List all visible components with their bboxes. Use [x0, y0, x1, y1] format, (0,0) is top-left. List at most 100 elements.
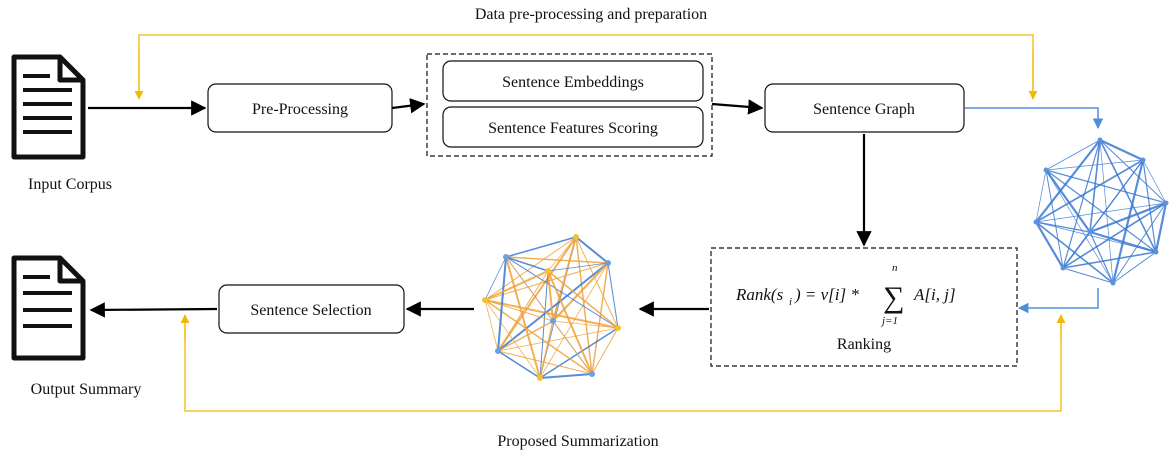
sentence-graph-network — [1033, 137, 1169, 286]
graph-node — [503, 254, 509, 260]
graph-node — [1087, 229, 1093, 235]
graph-edge — [1045, 169, 1167, 204]
graph-edge — [1035, 159, 1144, 223]
graph-edge — [539, 262, 609, 379]
graph-edge — [497, 270, 549, 352]
graph-edge — [547, 270, 619, 329]
ranking-formula: Rank(s i ) = v[i] * ∑ n j=1 A[i, j] — [735, 262, 956, 327]
ranking-label: Ranking — [837, 336, 891, 353]
embeddings-label: Sentence Embeddings — [502, 74, 644, 91]
ranked-graph-network — [482, 234, 621, 381]
arrow-network-to-ranking — [1017, 288, 1099, 314]
graph-edge — [1045, 139, 1101, 171]
graph-edge — [497, 256, 507, 352]
graph-edge — [1045, 169, 1091, 233]
graph-edge — [484, 262, 609, 301]
graph-node — [605, 260, 611, 266]
graph-edge — [607, 262, 619, 329]
graph-edge — [1035, 221, 1091, 233]
sentence-graph-box — [764, 83, 965, 133]
graph-edge — [1089, 231, 1114, 284]
graph-edge — [484, 236, 577, 301]
graph-edge — [505, 256, 549, 272]
sentence-selection-box — [218, 284, 405, 334]
graph-edge — [505, 256, 609, 264]
graph-edge — [1045, 169, 1064, 269]
graph-edge — [484, 299, 499, 352]
graph-edge — [484, 299, 541, 379]
embeddings-box — [442, 60, 704, 102]
graph-node — [1163, 200, 1169, 206]
graph-edge — [591, 262, 609, 375]
bottom-caption: Proposed Summarization — [497, 433, 658, 450]
features-label: Sentence Features Scoring — [488, 120, 658, 137]
graph-edge — [1111, 159, 1145, 284]
summary-loop-line — [184, 316, 1062, 412]
graph-edge — [1099, 139, 1167, 204]
graph-edge — [1035, 202, 1167, 223]
graph-edge — [497, 320, 554, 352]
output-document-icon — [11, 255, 86, 361]
graph-edge — [539, 373, 593, 379]
graph-edge — [552, 236, 577, 322]
graph-edge — [1099, 139, 1157, 253]
graph-edge — [575, 236, 593, 375]
graph-node — [1043, 167, 1049, 173]
graph-edge — [1142, 159, 1167, 204]
graph-edge — [547, 236, 577, 272]
graph-edge — [575, 236, 609, 264]
formula-lhs: Rank(s — [735, 285, 784, 304]
graph-edge — [552, 320, 619, 329]
graph-edge — [497, 262, 609, 352]
graph-node — [1060, 265, 1066, 271]
formula-sup: n — [892, 262, 898, 274]
graph-edge — [1045, 169, 1114, 284]
graph-edge — [1062, 231, 1091, 269]
arrow-graph-to-network — [965, 107, 1104, 130]
graph-node — [1153, 249, 1159, 255]
input-label: Input Corpus — [28, 176, 112, 193]
graph-node — [545, 268, 551, 274]
graph-edge — [497, 236, 577, 352]
ranking-box — [710, 247, 1018, 367]
graph-edge — [1035, 221, 1064, 269]
graph-edge — [547, 262, 609, 272]
graph-edge — [497, 350, 593, 375]
graph-edge — [1035, 169, 1047, 223]
graph-edge — [484, 299, 593, 375]
graph-edge — [1154, 202, 1168, 253]
graph-edge — [484, 299, 554, 322]
formula-rhs-b: A[i, j] — [913, 285, 956, 304]
graph-edge — [547, 270, 554, 322]
output-label: Output Summary — [31, 381, 142, 398]
graph-edge — [1089, 201, 1167, 234]
graph-edge — [1089, 139, 1101, 233]
graph-edge — [1142, 159, 1157, 253]
graph-edge — [497, 350, 541, 379]
graph-edge — [552, 320, 593, 375]
sentence-graph-label: Sentence Graph — [813, 101, 915, 118]
arrow-embeddings-to-graph — [711, 99, 764, 115]
graph-node — [482, 297, 488, 303]
formula-sub-i: i — [789, 296, 792, 308]
graph-edge — [1045, 159, 1144, 171]
graph-node — [589, 371, 595, 377]
graph-edge — [1112, 202, 1167, 284]
top-caption: Data pre-processing and preparation — [475, 6, 707, 23]
graph-edge — [505, 256, 554, 322]
features-box — [442, 106, 704, 148]
graph-edge — [1089, 230, 1157, 254]
graph-edge — [1045, 169, 1157, 253]
graph-edge — [1112, 251, 1157, 284]
preprocessing-label: Pre-Processing — [252, 101, 348, 118]
graph-node — [550, 318, 556, 324]
graph-node — [1140, 157, 1146, 163]
graph-edge — [1062, 139, 1101, 269]
graph-edge — [575, 236, 619, 329]
graph-edge — [552, 262, 609, 322]
graph-edge — [505, 256, 541, 379]
arrow-preprocessing-to-embeddings — [391, 98, 426, 114]
input-document-icon — [11, 54, 86, 160]
graph-edge — [505, 256, 619, 329]
